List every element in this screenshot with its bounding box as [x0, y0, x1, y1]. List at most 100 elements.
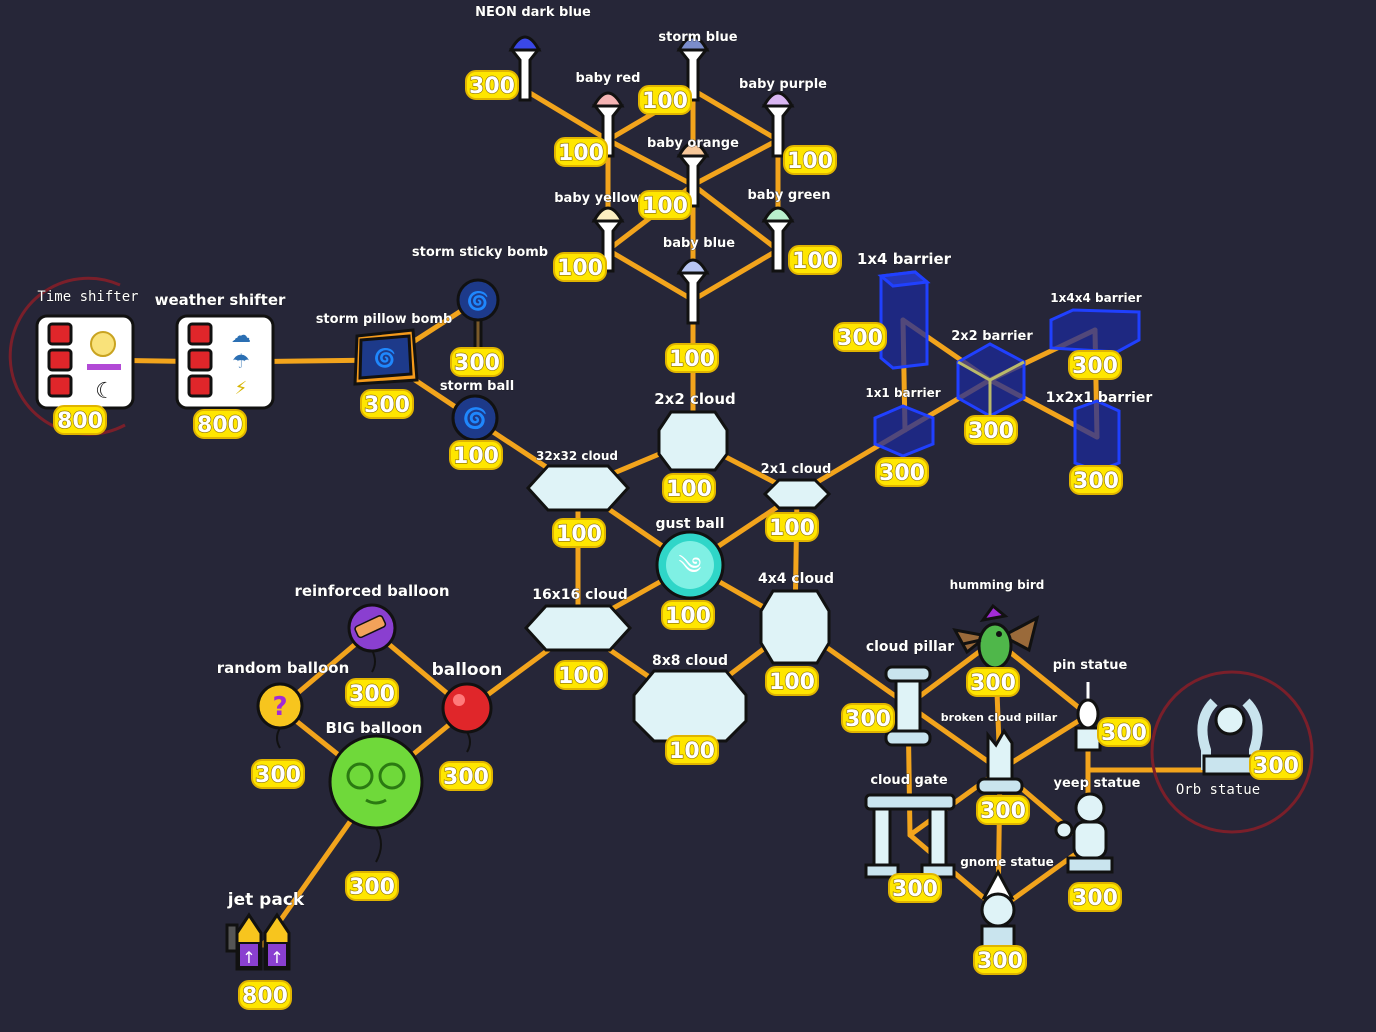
time-shifter-icon: ☾ — [35, 314, 135, 410]
balloon-icon: ? — [256, 682, 304, 749]
item-label: baby purple — [739, 77, 827, 92]
svg-text:300: 300 — [980, 799, 1026, 824]
cost-badge: 300 — [251, 759, 305, 789]
cost-badge: 100 — [554, 660, 608, 690]
barrier-2x2[interactable] — [956, 342, 1026, 418]
barrier-1x4x4[interactable] — [1049, 308, 1141, 354]
item-label: pin statue — [1053, 658, 1128, 673]
orb-statue-icon — [1197, 698, 1263, 776]
jet-pack[interactable]: ↑ ↑ — [225, 912, 291, 971]
svg-text:300: 300 — [443, 765, 489, 790]
baby-orange-torch[interactable] — [676, 141, 710, 208]
cost-badge: 300 — [833, 322, 887, 352]
yeep-statue[interactable] — [1054, 792, 1114, 874]
reinforced-balloon[interactable] — [347, 603, 397, 673]
barrier-icon — [956, 342, 1026, 418]
pin-statue[interactable] — [1074, 682, 1102, 752]
svg-text:300: 300 — [977, 949, 1023, 974]
sticky-bomb-icon: 🌀 — [456, 278, 500, 352]
cloud-block-icon — [657, 410, 729, 472]
svg-text:100: 100 — [666, 477, 712, 502]
cost-badge: 300 — [465, 70, 519, 100]
item-label: humming bird — [950, 578, 1045, 592]
cost-badge: 100 — [788, 245, 842, 275]
item-label: jet pack — [227, 890, 305, 910]
item-label: 16x16 cloud — [532, 587, 628, 603]
time-shifter[interactable]: ☾ — [35, 314, 135, 410]
barrier-icon — [873, 404, 935, 458]
barrier-icon — [877, 270, 931, 370]
cloud-16x16[interactable] — [523, 604, 633, 652]
cost-badge: 100 — [665, 735, 719, 765]
random-balloon[interactable]: ? — [256, 682, 304, 749]
baby-green-torch[interactable] — [761, 206, 795, 273]
svg-text:🌀: 🌀 — [467, 290, 489, 312]
storm-sticky-bomb[interactable]: 🌀 — [456, 278, 500, 352]
svg-text:100: 100 — [787, 149, 833, 174]
barrier-1x2x1[interactable] — [1073, 399, 1121, 473]
item-label: Orb statue — [1176, 782, 1260, 798]
svg-text:100: 100 — [769, 670, 815, 695]
item-label: cloud gate — [870, 773, 947, 788]
baby-red-torch[interactable] — [591, 91, 625, 158]
item-label: NEON dark blue — [475, 5, 591, 20]
svg-text:300: 300 — [1253, 754, 1299, 779]
svg-text:300: 300 — [892, 877, 938, 902]
torch-icon — [508, 35, 542, 102]
barrier-1x4[interactable] — [877, 270, 931, 370]
storm-pillow-bomb[interactable]: 🌀 — [353, 328, 419, 386]
cloud-8x8[interactable] — [632, 669, 748, 743]
item-label: 1x4 barrier — [857, 250, 952, 268]
cloud-pillar[interactable] — [884, 665, 932, 747]
broken-cloud-pillar[interactable] — [976, 728, 1024, 795]
svg-text:100: 100 — [669, 739, 715, 764]
torch-icon — [676, 35, 710, 102]
cost-badge: 800 — [238, 980, 292, 1010]
item-label: Time shifter — [37, 289, 138, 305]
cloud-2x1[interactable] — [762, 478, 832, 510]
gust-ball[interactable]: ༄ — [655, 530, 725, 600]
torch-icon — [761, 206, 795, 273]
cloud-4x4[interactable] — [759, 589, 831, 665]
baby-purple-torch[interactable] — [761, 91, 795, 158]
cloud-2x2[interactable] — [657, 410, 729, 472]
svg-text:300: 300 — [1101, 721, 1147, 746]
barrier-1x1[interactable] — [873, 404, 935, 458]
svg-text:100: 100 — [665, 604, 711, 629]
svg-text:300: 300 — [837, 326, 883, 351]
storm-ball[interactable]: 🌀 — [451, 394, 499, 442]
baby-yellow-torch[interactable] — [591, 206, 625, 273]
weather-shifter[interactable]: ☁ ☂ ⚡ — [175, 314, 275, 410]
svg-text:༄: ༄ — [679, 552, 702, 580]
balloon-icon — [441, 682, 493, 753]
item-label: 8x8 cloud — [652, 653, 728, 669]
pillow-bomb-icon: 🌀 — [353, 328, 419, 386]
cloud-block-icon — [762, 478, 832, 510]
svg-text:300: 300 — [454, 351, 500, 376]
cost-badge: 300 — [976, 795, 1030, 825]
gnome-statue[interactable] — [980, 868, 1016, 950]
cloud-block-icon — [759, 589, 831, 665]
storm-blue-torch[interactable] — [676, 35, 710, 102]
balloon[interactable] — [441, 682, 493, 753]
balloon-icon — [347, 603, 397, 673]
cloud-32x32[interactable] — [525, 464, 631, 512]
item-label: baby green — [748, 188, 831, 203]
cost-badge: 300 — [439, 761, 493, 791]
pin-statue-icon — [1074, 682, 1102, 752]
orb-statue-ring — [1150, 670, 1314, 834]
cost-badge: 300 — [345, 871, 399, 901]
cost-badge: 100 — [638, 190, 692, 220]
svg-text:100: 100 — [792, 249, 838, 274]
big-balloon[interactable] — [328, 734, 424, 863]
baby-blue-torch[interactable] — [676, 258, 710, 325]
cost-badge: 300 — [964, 415, 1018, 445]
svg-text:100: 100 — [558, 141, 604, 166]
cost-badge: 100 — [661, 600, 715, 630]
neon-dark-blue-torch[interactable] — [508, 35, 542, 102]
jet-pack-icon: ↑ ↑ — [225, 912, 291, 971]
cost-badge: 300 — [450, 347, 504, 377]
svg-text:100: 100 — [556, 522, 602, 547]
orb-statue[interactable] — [1197, 698, 1263, 776]
